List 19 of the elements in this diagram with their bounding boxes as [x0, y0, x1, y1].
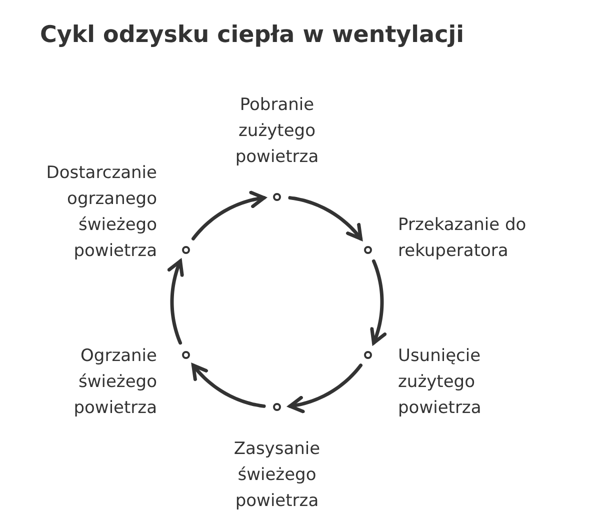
step-dot: [273, 193, 281, 201]
step-label: Dostarczanie ogrzanego świeżego powietrza: [45, 162, 157, 263]
step-label: Ogrzanie świeżego powietrza: [72, 345, 157, 420]
diagram-title: Cykl odzysku ciepła w wentylacji: [40, 22, 464, 48]
curved-arrow: [370, 259, 387, 345]
step-label: Usunięcie zużytego powietrza: [398, 345, 482, 420]
step-dot: [364, 246, 372, 254]
curved-arrow: [192, 364, 266, 408]
step-dot: [182, 246, 190, 254]
curved-arrow: [288, 364, 362, 414]
curved-arrow: [288, 196, 362, 240]
curved-arrow: [192, 190, 266, 240]
step-label: Przekazanie do rekuperatora: [398, 214, 528, 263]
step-label: Pobranie zużytego powietrza: [234, 94, 320, 169]
curved-arrow: [167, 259, 184, 345]
step-dot: [364, 350, 372, 358]
step-dot: [273, 403, 281, 411]
step-label: Zasysanie świeżego powietrza: [232, 438, 322, 513]
step-dot: [182, 350, 190, 358]
